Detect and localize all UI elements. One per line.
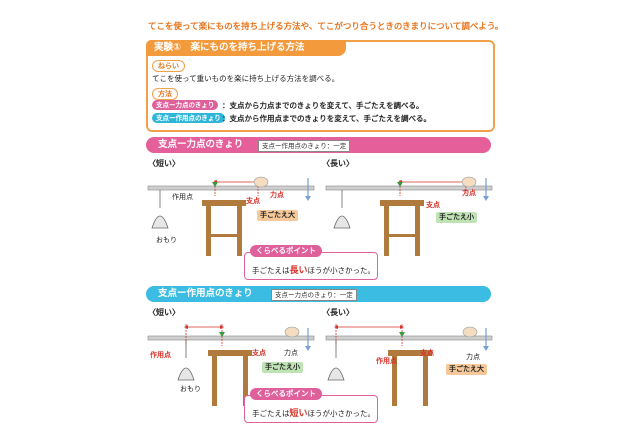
s2-long-label: 〈長い〉 <box>322 308 354 317</box>
s1-right-rikiten: 力点 <box>462 189 476 197</box>
s2-right-shiten: 支点 <box>420 349 434 357</box>
method-tag: 方法 <box>152 88 178 100</box>
aim-tag: ねらい <box>152 60 185 72</box>
s1-left-omori: おもり <box>156 236 177 244</box>
method2-pill: 支点ー作用点のきょり <box>152 113 225 123</box>
section2-note: 支点ー力点のきょり：一定 <box>271 289 357 301</box>
s1-long-label: 〈長い〉 <box>322 159 354 168</box>
s2-left-result: 手ごたえ小 <box>262 362 303 373</box>
s1-left-result: 手ごたえ大 <box>257 210 298 221</box>
s1-left-illustration <box>147 176 315 256</box>
s1-right-result: 手ごたえ小 <box>436 212 477 223</box>
s1-point-title: くらべるポイント <box>250 245 322 257</box>
s2-left-sakuyou: 作用点 <box>150 351 171 359</box>
s2-right-rikiten: 力点 <box>466 353 480 361</box>
s1-point-text: 手ごたえは長いほうが小さかった。 <box>252 266 376 276</box>
s1-left-rikiten: 力点 <box>270 191 284 199</box>
s1-left-shiten: 支点 <box>246 197 260 205</box>
aim-text: てこを使って重いものを楽に持ち上げる方法を調べる。 <box>152 74 340 83</box>
method2-text: ：支点から作用点までのきょりを変えて、手ごたえを調べる。 <box>222 114 432 123</box>
s2-right-sakuyou: 作用点 <box>376 357 397 365</box>
method1-pill: 支点ー力点のきょり <box>152 100 219 110</box>
s2-left-rikiten: 力点 <box>284 349 298 357</box>
s1-right-illustration <box>325 176 493 256</box>
s2-left-omori: おもり <box>180 385 201 393</box>
s1-short-label: 〈短い〉 <box>148 159 180 168</box>
experiment-title: 実験① 楽にものを持ち上げる方法 <box>146 40 346 56</box>
intro-text: てこを使って楽にものを持ち上げる方法や、てこがつり合うときのきまりについて調べよ… <box>148 22 504 32</box>
s2-point-title: くらべるポイント <box>250 388 322 400</box>
s2-left-illustration <box>147 324 315 406</box>
s2-point-text: 手ごたえは短いほうが小さかった。 <box>252 409 376 419</box>
s1-right-shiten: 支点 <box>426 201 440 209</box>
s2-left-shiten: 支点 <box>252 349 266 357</box>
section1-note: 支点ー作用点のきょり：一定 <box>258 140 351 152</box>
s2-right-result: 手ごたえ大 <box>446 364 487 375</box>
s1-left-sakuyou: 作用点 <box>172 193 193 201</box>
method1-text: ：支点から力点までのきょりを変えて、手ごたえを調べる。 <box>222 101 424 110</box>
s2-short-label: 〈短い〉 <box>148 308 180 317</box>
s2-right-illustration <box>325 324 493 406</box>
